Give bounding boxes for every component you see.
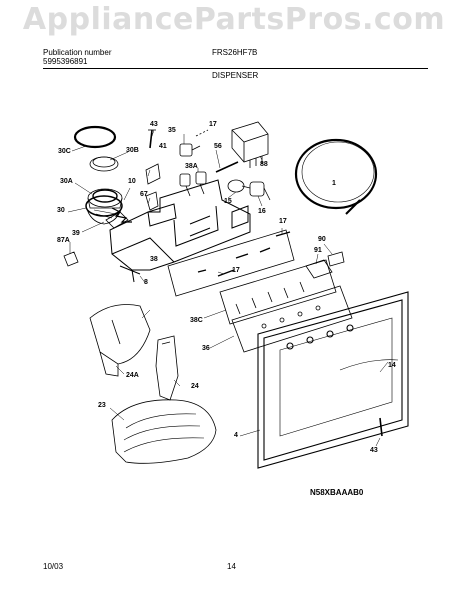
part-10-spring (111, 207, 132, 223)
part-label-17: 17 (209, 121, 217, 128)
part-label-88: 88 (260, 161, 268, 168)
publication-number-label: Publication number (43, 48, 112, 57)
part-87a-lever (63, 251, 79, 267)
part-1-tubing (294, 138, 378, 215)
diagram-code: N58XBAAAB0 (310, 488, 364, 497)
part-label-24: 24 (191, 383, 199, 390)
part-label-43: 43 (150, 121, 158, 128)
part-67-clip (145, 191, 159, 211)
part-36-membrane (231, 285, 353, 353)
part-label-43b: 43 (370, 447, 378, 454)
part-label-35: 35 (168, 127, 176, 134)
part-91-bracket (305, 259, 333, 279)
part-38c-panel (219, 259, 337, 325)
part-39-clip (105, 211, 129, 229)
part-30-cup (85, 195, 123, 225)
part-label-38: 38 (150, 256, 158, 263)
part-label-10: 10 (128, 178, 136, 185)
part-label-36: 36 (202, 345, 210, 352)
part-38a-switches (179, 171, 207, 197)
part-label-14: 14 (388, 362, 396, 369)
part-circuit-board (167, 229, 295, 297)
part-90-tab (327, 251, 345, 267)
footer-page-number: 14 (227, 562, 236, 571)
part-30b-disc (89, 156, 119, 172)
part-16-socket (249, 181, 271, 201)
part-label-87a: 87A (57, 237, 70, 244)
part-label-4: 4 (234, 432, 238, 439)
part-8-dispenser-housing (109, 179, 251, 283)
part-23-drip-tray (111, 399, 217, 464)
part-label-91: 91 (314, 247, 322, 254)
part-label-41: 41 (159, 143, 167, 150)
watermark: AppliancePartsPros.com (22, 2, 446, 37)
model-number: FRS26HF7B (212, 48, 258, 57)
publication-number: 5995396891 (43, 57, 88, 66)
part-35-switch (179, 129, 209, 157)
part-24a-chute (89, 304, 151, 377)
part-17-screw-mid (217, 269, 235, 277)
part-label-67: 67 (140, 191, 148, 198)
part-label-38a: 38A (185, 163, 198, 170)
part-label-38c: 38C (190, 317, 203, 324)
header-rule (43, 68, 428, 69)
part-56-screw (215, 161, 239, 173)
part-label-16: 16 (258, 208, 266, 215)
leader-lines (67, 129, 389, 447)
part-88-module (231, 121, 269, 168)
part-label-56: 56 (214, 143, 222, 150)
part-label-17c: 17 (232, 267, 240, 274)
part-label-30b: 30B (126, 147, 139, 154)
part-30c-gasket-ring (73, 125, 117, 149)
part-24-actuator (155, 335, 179, 401)
part-label-90: 90 (318, 236, 326, 243)
part-43-screw-bottom (379, 417, 383, 437)
part-label-30c: 30C (58, 148, 71, 155)
part-label-15: 15 (224, 198, 232, 205)
part-label-30a: 30A (60, 178, 73, 185)
part-label-39: 39 (72, 230, 80, 237)
part-41-clip (145, 163, 161, 185)
part-label-23: 23 (98, 402, 106, 409)
section-title: DISPENSER (212, 71, 259, 80)
part-14-front-panel (257, 291, 409, 469)
part-label-24a: 24A (126, 372, 139, 379)
part-label-8: 8 (144, 279, 148, 286)
part-label-17b: 17 (279, 218, 287, 225)
footer-date: 10/03 (43, 562, 64, 571)
part-15-bulb (227, 179, 251, 193)
part-43-screw-top (148, 129, 156, 149)
part-17-screw-right (275, 231, 291, 237)
part-label-30: 30 (57, 207, 65, 214)
part-label-1: 1 (332, 180, 336, 187)
